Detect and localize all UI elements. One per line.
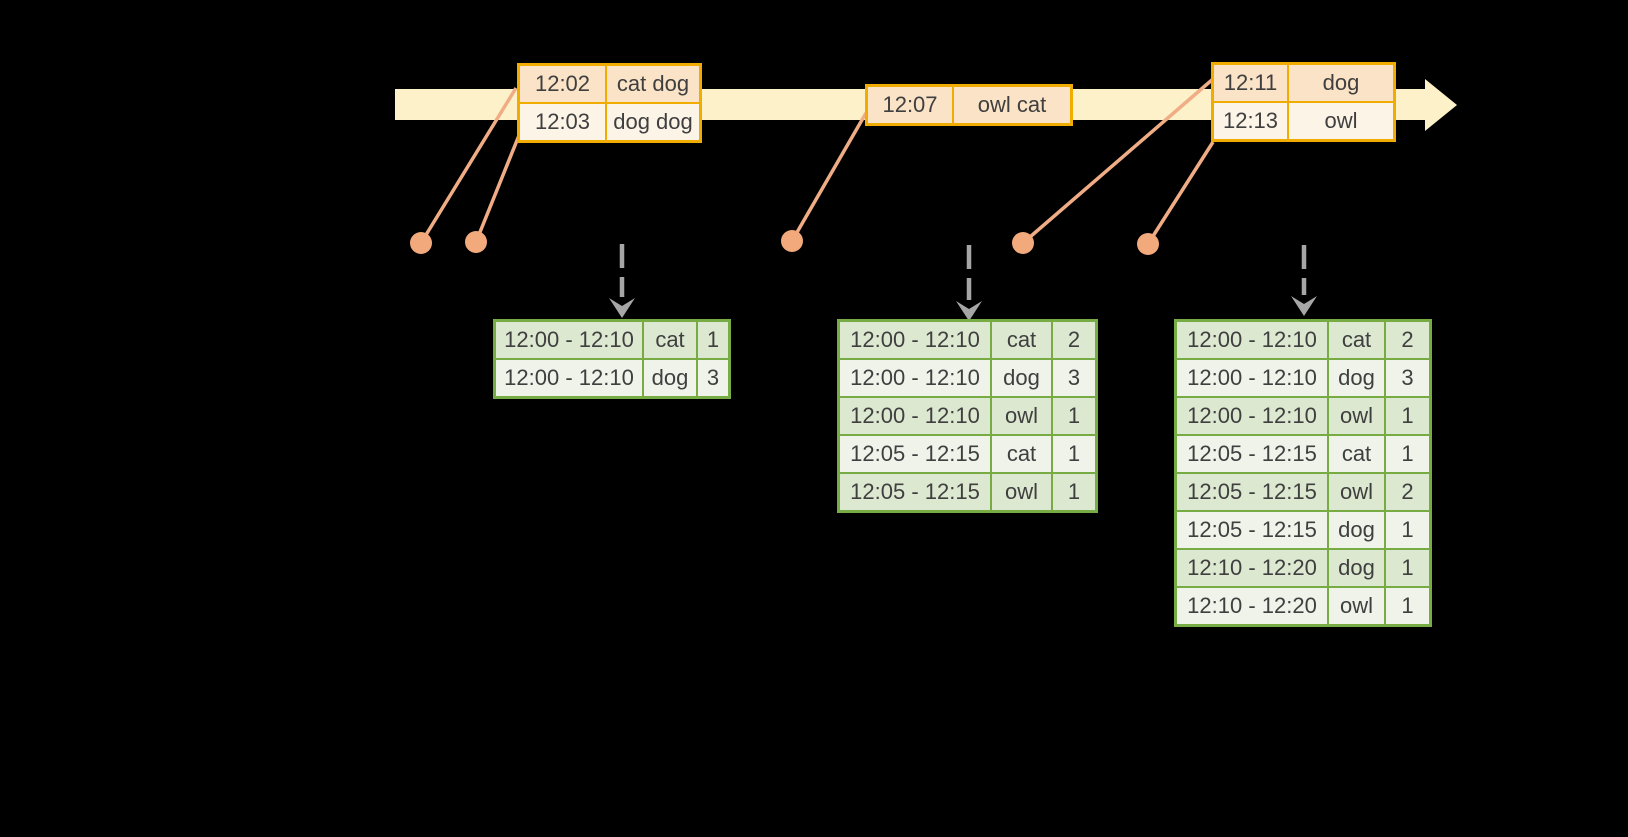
window-cell: 12:05 - 12:15 — [1177, 436, 1327, 472]
word-cell: dog — [1329, 550, 1384, 586]
word-cell: dog — [644, 360, 696, 396]
count-cell: 1 — [1386, 436, 1429, 472]
event-words-cell: owl cat — [954, 87, 1070, 123]
event-words-cell: owl — [1289, 103, 1393, 139]
count-cell: 1 — [1386, 550, 1429, 586]
connector-line — [1146, 141, 1215, 245]
event-time-cell: 12:11 — [1214, 65, 1287, 101]
window-cell: 12:05 - 12:15 — [840, 436, 990, 472]
arrowhead-icon — [609, 298, 635, 318]
word-cell: owl — [1329, 588, 1384, 624]
window-cell: 12:10 - 12:20 — [1177, 588, 1327, 624]
word-cell: owl — [1329, 474, 1384, 510]
window-cell: 12:05 - 12:15 — [1177, 512, 1327, 548]
count-cell: 3 — [698, 360, 728, 396]
word-cell: cat — [992, 322, 1051, 358]
event-time-cell: 12:02 — [520, 66, 605, 102]
window-cell: 12:00 - 12:10 — [1177, 398, 1327, 434]
window-cell: 12:00 - 12:10 — [496, 360, 642, 396]
window-cell: 12:00 - 12:10 — [840, 322, 990, 358]
connector-line — [790, 112, 868, 242]
count-cell: 1 — [1386, 588, 1429, 624]
count-cell: 2 — [1053, 322, 1095, 358]
event-dot — [1137, 233, 1159, 255]
event-dot — [1012, 232, 1034, 254]
event-words-cell: dog dog — [607, 104, 699, 140]
event-time-cell: 12:13 — [1214, 103, 1287, 139]
event-words-cell: dog — [1289, 65, 1393, 101]
window-cell: 12:00 - 12:10 — [840, 360, 990, 396]
window-cell: 12:10 - 12:20 — [1177, 550, 1327, 586]
word-cell: cat — [992, 436, 1051, 472]
result-table-2: 12:00 - 12:10 cat 2 12:00 - 12:10 dog 3 … — [837, 319, 1098, 513]
event-time-cell: 12:07 — [868, 87, 952, 123]
timeline-arrowhead-icon — [1425, 79, 1457, 131]
arrowhead-icon — [956, 301, 982, 321]
count-cell: 1 — [1053, 436, 1095, 472]
arrowhead-icon — [1291, 296, 1317, 316]
word-cell: owl — [1329, 398, 1384, 434]
count-cell: 2 — [1386, 474, 1429, 510]
word-cell: owl — [992, 398, 1051, 434]
count-cell: 1 — [1053, 398, 1095, 434]
event-words-cell: cat dog — [607, 66, 699, 102]
result-table-3: 12:00 - 12:10 cat 2 12:00 - 12:10 dog 3 … — [1174, 319, 1432, 627]
event-table-2: 12:07 owl cat — [865, 84, 1073, 126]
event-time-cell: 12:03 — [520, 104, 605, 140]
count-cell: 1 — [1386, 512, 1429, 548]
count-cell: 1 — [1053, 474, 1095, 510]
word-cell: dog — [1329, 360, 1384, 396]
word-cell: cat — [644, 322, 696, 358]
window-cell: 12:00 - 12:10 — [1177, 360, 1327, 396]
event-dot — [465, 231, 487, 253]
word-cell: cat — [1329, 436, 1384, 472]
window-cell: 12:00 - 12:10 — [840, 398, 990, 434]
word-cell: dog — [1329, 512, 1384, 548]
event-dot — [410, 232, 432, 254]
count-cell: 3 — [1053, 360, 1095, 396]
event-table-3: 12:11 dog 12:13 owl — [1211, 62, 1396, 142]
result-table-1: 12:00 - 12:10 cat 1 12:00 - 12:10 dog 3 — [493, 319, 731, 399]
event-table-1: 12:02 cat dog 12:03 dog dog — [517, 63, 702, 143]
window-cell: 12:00 - 12:10 — [496, 322, 642, 358]
window-cell: 12:00 - 12:10 — [1177, 322, 1327, 358]
event-dot — [781, 230, 803, 252]
connector-line — [474, 127, 524, 243]
count-cell: 3 — [1386, 360, 1429, 396]
count-cell: 2 — [1386, 322, 1429, 358]
count-cell: 1 — [698, 322, 728, 358]
word-cell: cat — [1329, 322, 1384, 358]
window-cell: 12:05 - 12:15 — [1177, 474, 1327, 510]
word-cell: owl — [992, 474, 1051, 510]
word-cell: dog — [992, 360, 1051, 396]
window-cell: 12:05 - 12:15 — [840, 474, 990, 510]
count-cell: 1 — [1386, 398, 1429, 434]
